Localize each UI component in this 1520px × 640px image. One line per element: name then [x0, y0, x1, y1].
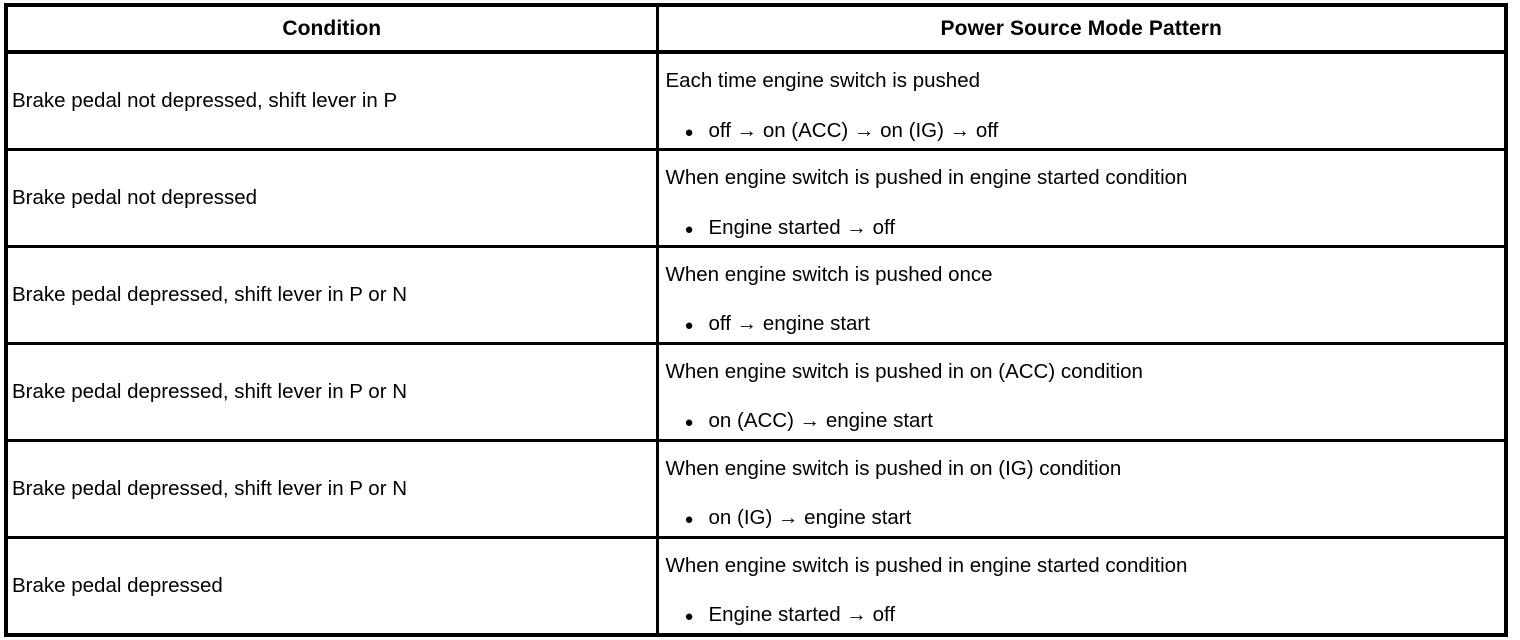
condition-text: Brake pedal not depressed	[12, 186, 258, 210]
cell-condition: Brake pedal depressed, shift lever in P …	[6, 343, 659, 442]
pattern-bullet-text: on (ACC) → engine start	[708, 409, 933, 433]
cell-pattern: When engine switch is pushed in engine s…	[657, 537, 1506, 635]
cell-pattern: Each time engine switch is pushed ● off …	[657, 52, 1506, 152]
pattern-heading: When engine switch is pushed in engine s…	[665, 165, 1188, 189]
pattern-heading: When engine switch is pushed in engine s…	[665, 553, 1188, 577]
pattern-heading: When engine switch is pushed in on (ACC)…	[665, 359, 1143, 383]
cell-pattern: When engine switch is pushed in on (IG) …	[657, 440, 1506, 539]
pattern-content: When engine switch is pushed once ● off …	[659, 254, 1505, 336]
pattern-bullet-item: ● Engine started → off	[666, 603, 1497, 627]
bullet-icon: ●	[684, 414, 694, 432]
column-header-condition-label: Condition	[282, 16, 382, 40]
header-row: Condition Power Source Mode Pattern	[6, 5, 1506, 54]
cell-condition: Brake pedal not depressed	[6, 149, 659, 248]
condition-text: Brake pedal not depressed, shift lever i…	[12, 89, 398, 113]
table-body: Brake pedal not depressed, shift lever i…	[6, 52, 1506, 635]
table-row: Brake pedal not depressed When engine sw…	[6, 149, 1506, 248]
cell-pattern: When engine switch is pushed in on (ACC)…	[657, 343, 1506, 442]
bullet-icon: ●	[684, 317, 694, 335]
table-row: Brake pedal depressed, shift lever in P …	[6, 343, 1506, 442]
cell-condition: Brake pedal depressed	[6, 537, 659, 635]
pattern-content: When engine switch is pushed in on (ACC)…	[659, 351, 1505, 433]
column-header-condition: Condition	[6, 5, 659, 54]
pattern-bullet-item: ● on (IG) → engine start	[666, 506, 1497, 530]
cell-condition: Brake pedal depressed, shift lever in P …	[6, 440, 659, 539]
pattern-heading: When engine switch is pushed in on (IG) …	[665, 456, 1122, 480]
pattern-bullet-item: ● on (ACC) → engine start	[666, 409, 1497, 433]
table-row: Brake pedal depressed, shift lever in P …	[6, 246, 1506, 345]
bullet-icon: ●	[684, 511, 694, 529]
pattern-bullet-text: off → on (ACC) → on (IG) → off	[708, 118, 999, 142]
bullet-icon: ●	[684, 123, 694, 141]
cell-condition: Brake pedal not depressed, shift lever i…	[6, 52, 659, 152]
pattern-bullet-item: ● Engine started → off	[666, 216, 1497, 240]
pattern-bullet-text: Engine started → off	[708, 603, 896, 627]
pattern-content: Each time engine switch is pushed ● off …	[659, 60, 1505, 142]
pattern-heading: Each time engine switch is pushed	[665, 68, 981, 92]
spec-table-container: Condition Power Source Mode Pattern Brak…	[4, 3, 1508, 637]
condition-text: Brake pedal depressed, shift lever in P …	[12, 380, 408, 404]
pattern-bullet-text: Engine started → off	[708, 215, 896, 239]
pattern-bullet-item: ● off → on (ACC) → on (IG) → off	[666, 119, 1497, 143]
cell-pattern: When engine switch is pushed once ● off …	[657, 246, 1506, 345]
bullet-icon: ●	[684, 220, 694, 238]
table-row: Brake pedal depressed When engine switch…	[6, 537, 1506, 635]
table-header: Condition Power Source Mode Pattern	[6, 5, 1506, 54]
column-header-pattern-label: Power Source Mode Pattern	[940, 16, 1222, 40]
pattern-bullet-text: on (IG) → engine start	[708, 506, 912, 530]
pattern-bullet-text: off → engine start	[708, 312, 870, 336]
cell-pattern: When engine switch is pushed in engine s…	[657, 149, 1506, 248]
pattern-content: When engine switch is pushed in on (IG) …	[659, 448, 1505, 530]
cell-condition: Brake pedal depressed, shift lever in P …	[6, 246, 659, 345]
table-row: Brake pedal not depressed, shift lever i…	[6, 52, 1506, 152]
condition-text: Brake pedal depressed	[12, 574, 223, 598]
pattern-bullet-item: ● off → engine start	[666, 312, 1497, 336]
pattern-content: When engine switch is pushed in engine s…	[659, 545, 1505, 627]
table-row: Brake pedal depressed, shift lever in P …	[6, 440, 1506, 539]
power-source-mode-table: Condition Power Source Mode Pattern Brak…	[4, 3, 1508, 637]
column-header-pattern: Power Source Mode Pattern	[657, 5, 1506, 54]
pattern-heading: When engine switch is pushed once	[665, 262, 993, 286]
pattern-content: When engine switch is pushed in engine s…	[659, 157, 1505, 239]
condition-text: Brake pedal depressed, shift lever in P …	[12, 283, 408, 307]
bullet-icon: ●	[684, 608, 694, 626]
condition-text: Brake pedal depressed, shift lever in P …	[12, 477, 408, 501]
